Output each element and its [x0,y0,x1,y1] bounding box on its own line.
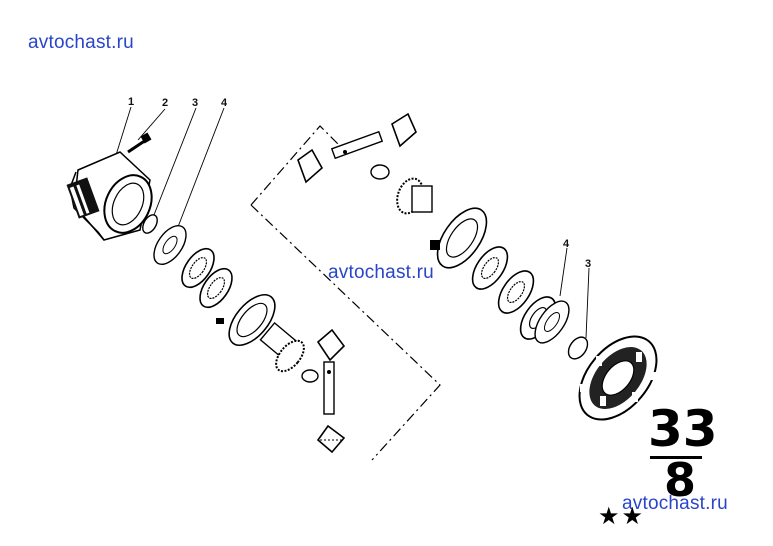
dashdot-bracket [250,125,341,206]
thrust-washer-large-right [534,300,570,344]
bolt [127,132,152,154]
pinion-assembly-left [301,328,346,454]
watermark-top: avtochast.ru [28,32,134,53]
part-number-1: 1 [128,96,135,108]
thrust-washer-small-left [142,214,158,234]
group-divider [650,456,702,459]
part-number-2: 2 [162,97,169,109]
part-number-4-right: 4 [563,238,570,250]
side-gear-left [259,321,305,373]
pressure-ring-right [430,207,488,269]
friction-discs-left [181,247,233,309]
housing-cover [578,335,658,421]
thrust-washer-large-left [153,225,187,265]
thrust-washer-small-right [567,336,589,360]
part-number-3-left: 3 [192,97,199,109]
differential-housing [66,151,153,241]
side-gear-right [396,177,433,215]
watermark-middle: avtochast.ru [328,262,434,283]
part-number-4-left: 4 [221,97,228,109]
pinion-assembly-upper [297,112,417,184]
group-number: 33 [648,400,718,458]
dashdot-bracket-lower [250,204,441,461]
star-rating-icon: ★★ [598,502,646,530]
watermark-bottom: avtochast.ru [622,493,728,514]
leader-lines [111,106,590,339]
part-number-3-right: 3 [585,258,592,270]
subgroup-number: 8 [664,453,697,507]
pressure-ring-left [216,294,276,346]
